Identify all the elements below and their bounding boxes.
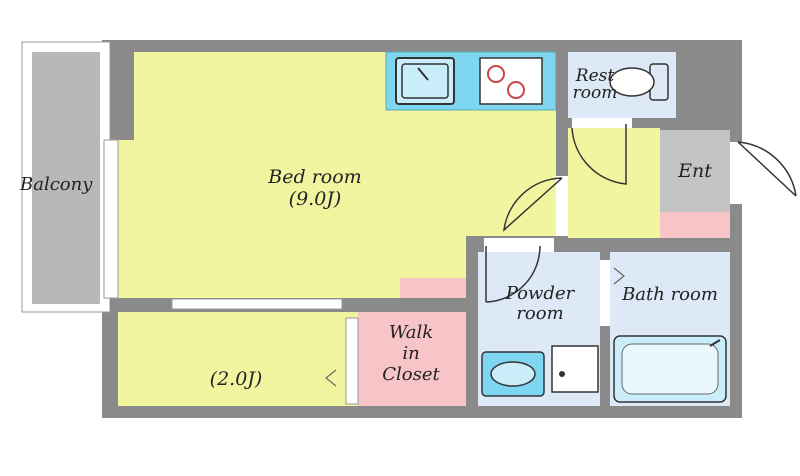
washing-machine (551, 345, 599, 393)
bedroom-floor (118, 52, 556, 298)
restroom-line-2: room (572, 83, 618, 103)
bathtub-inner (621, 343, 719, 395)
closet-line-1: Walk (388, 322, 434, 343)
washbasin-bowl (490, 361, 536, 387)
closet-line-2: in (402, 343, 420, 364)
bedroom-door-swing (502, 177, 563, 232)
entrance-door-opening (730, 142, 742, 204)
balcony-floor (32, 52, 100, 304)
sink (395, 57, 455, 105)
powder-door-swing (485, 245, 541, 303)
powder-room-label: Powder room (484, 284, 596, 324)
toilet-bowl (609, 67, 655, 97)
entrance-step (660, 212, 730, 238)
restroom-line-1: Rest (575, 66, 615, 86)
bath-door-opening (600, 260, 610, 326)
hallway-floor (568, 128, 660, 238)
restroom-door-opening (572, 118, 632, 128)
bedroom-storage (400, 278, 468, 298)
sliding-door (171, 298, 343, 310)
restroom-door-swing (571, 124, 627, 185)
second-room-floor (118, 312, 358, 406)
powder-door-opening (484, 238, 554, 252)
closet-line-3: Closet (382, 364, 440, 385)
faucet (417, 67, 429, 81)
entrance-floor (660, 130, 730, 212)
entrance-door-swing (737, 141, 797, 197)
bedroom-door-opening (556, 176, 568, 236)
wall-second-right (466, 312, 468, 406)
bedroom-label: Bed room (9.0J) (250, 166, 380, 210)
burner-2 (507, 81, 525, 99)
wall-powder-left (466, 236, 478, 408)
bath-door-chevron (613, 267, 625, 285)
closet-door-strip (345, 317, 359, 405)
wall-bath-left (600, 252, 610, 408)
closet-door-chevron (325, 369, 337, 387)
entrance-label: Ent (678, 160, 712, 182)
bath-room-label: Bath room (622, 284, 718, 305)
second-room-label: (2.0J) (209, 368, 263, 390)
closet-floor (358, 312, 466, 406)
closet-label: Walk in Closet (366, 322, 456, 385)
bedroom-name: Bed room (268, 166, 362, 188)
balcony-label: Balcony (20, 174, 93, 195)
bedroom-size: (9.0J) (288, 188, 342, 210)
sink-bowl (401, 63, 449, 99)
bath-faucet (709, 339, 721, 347)
restroom-label: Rest room (560, 68, 630, 102)
powder-line-2: room (516, 303, 564, 324)
powder-line-1: Powder (505, 283, 575, 304)
washing-machine-drain (559, 371, 565, 377)
balcony-window (103, 139, 119, 299)
burner-1 (487, 65, 505, 83)
wall-rest-right (676, 40, 742, 130)
